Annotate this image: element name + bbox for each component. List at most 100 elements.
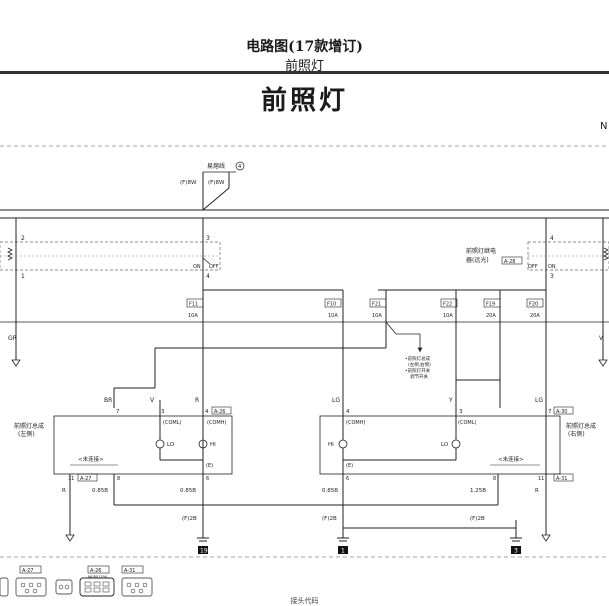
svg-text:GR: GR xyxy=(8,335,17,342)
svg-text:(F)2B: (F)2B xyxy=(182,516,197,522)
svg-text:(E): (E) xyxy=(206,463,213,469)
svg-text:20A: 20A xyxy=(486,313,496,319)
svg-text:R: R xyxy=(535,488,539,494)
svg-text:7: 7 xyxy=(548,409,552,415)
svg-text:F10: F10 xyxy=(327,302,336,308)
svg-text:A-26: A-26 xyxy=(214,409,225,415)
svg-text:3: 3 xyxy=(459,409,463,415)
relay-left: 2 3 1 4 ON OFF xyxy=(0,218,221,360)
fuse-F22: F22 10A xyxy=(440,290,458,400)
fuse-F21: F21 10A xyxy=(369,290,387,348)
svg-text:OFF: OFF xyxy=(528,264,538,270)
svg-text:0.85B: 0.85B xyxy=(92,488,108,494)
svg-text:F19: F19 xyxy=(486,302,495,308)
svg-text:A-28: A-28 xyxy=(504,259,515,265)
svg-text:Y: Y xyxy=(448,397,453,404)
svg-text:(左侧,右侧): (左侧,右侧) xyxy=(408,361,431,368)
svg-text:(COML): (COML) xyxy=(163,420,181,426)
fuse-F20: F20 20A xyxy=(526,290,547,408)
svg-text:4: 4 xyxy=(205,409,209,415)
footer-label: 接头代码 xyxy=(290,597,319,605)
svg-text:4: 4 xyxy=(206,273,210,280)
svg-text:0.85B: 0.85B xyxy=(180,488,196,494)
svg-text:<未连接>: <未连接> xyxy=(498,455,524,463)
svg-text:ON: ON xyxy=(193,264,201,270)
page-title: 前照灯 xyxy=(260,86,348,116)
manual-header-subtitle: 前照灯 xyxy=(284,59,324,74)
svg-text:20A: 20A xyxy=(530,313,540,319)
side-wire-right: V xyxy=(598,335,608,367)
svg-text:1: 1 xyxy=(21,273,25,280)
svg-text:10A: 10A xyxy=(372,313,382,319)
svg-text:V: V xyxy=(599,335,604,342)
fuse-F19: F19 20A xyxy=(483,290,501,380)
svg-text:(F)8W: (F)8W xyxy=(208,180,225,186)
svg-text:6: 6 xyxy=(206,476,209,482)
svg-text:F21: F21 xyxy=(372,302,381,308)
connector-strip: A-27 A-26 MU801790 A-31 xyxy=(0,565,153,597)
svg-text:A-27: A-27 xyxy=(22,568,33,574)
svg-text:A-31: A-31 xyxy=(556,476,567,482)
svg-text:10A: 10A xyxy=(188,313,198,319)
svg-text:8: 8 xyxy=(117,476,120,482)
svg-text:MU801790: MU801790 xyxy=(88,575,107,579)
fuse-F10: F10 10A xyxy=(324,290,344,400)
svg-text:11: 11 xyxy=(68,476,74,482)
svg-text:(E): (E) xyxy=(346,463,353,469)
svg-text:8: 8 xyxy=(493,476,496,482)
svg-text:F11: F11 xyxy=(189,302,198,308)
svg-text:<未连接>: <未连接> xyxy=(78,455,104,463)
svg-text:(F)8W: (F)8W xyxy=(180,180,197,186)
relay-right: 4 3 前照灯继电 器(远光) A-28 OFF ON xyxy=(466,218,609,360)
svg-text:HI: HI xyxy=(210,442,216,448)
svg-text:(右侧): (右侧) xyxy=(568,430,585,438)
svg-text:3: 3 xyxy=(161,409,165,415)
side-wire-left: GR xyxy=(8,335,21,367)
manual-header-title: 电路图(17款增订) xyxy=(246,39,363,55)
svg-text:HI: HI xyxy=(328,442,334,448)
svg-text:1: 1 xyxy=(341,548,345,555)
svg-text:4: 4 xyxy=(238,164,241,170)
svg-text:前照灯继电: 前照灯继电 xyxy=(466,247,496,255)
svg-text:11: 11 xyxy=(538,476,544,482)
svg-text:3: 3 xyxy=(206,235,210,242)
svg-text:6: 6 xyxy=(346,476,349,482)
svg-text:ON: ON xyxy=(548,264,556,270)
svg-text:OFF: OFF xyxy=(209,264,219,270)
svg-text:F22: F22 xyxy=(443,302,452,308)
svg-text:3: 3 xyxy=(550,273,554,280)
svg-text:(左侧): (左侧) xyxy=(18,430,35,438)
svg-text:4: 4 xyxy=(346,409,350,415)
svg-text:易熔线: 易熔线 xyxy=(207,162,225,170)
svg-text:(COMH): (COMH) xyxy=(346,420,365,426)
svg-text:器(远光): 器(远光) xyxy=(466,256,489,264)
svg-text:10A: 10A xyxy=(443,313,453,319)
svg-text:R: R xyxy=(62,488,66,494)
svg-text:•前照灯总成: •前照灯总成 xyxy=(405,355,431,362)
svg-text:A-30: A-30 xyxy=(556,409,567,415)
svg-text:BR: BR xyxy=(104,397,112,404)
svg-text:F20: F20 xyxy=(529,302,538,308)
fuse-F11: F11 10A xyxy=(186,296,204,388)
header-divider xyxy=(0,71,609,74)
svg-text:(F)2B: (F)2B xyxy=(322,516,337,522)
fuse-note: •前照灯总成 (左侧,右侧) •前照灯开关 调节开关 xyxy=(385,321,431,380)
fusible-link-source: 易熔线 4 (F)8W (F)8W xyxy=(180,161,245,211)
svg-text:(COMH): (COMH) xyxy=(207,420,226,426)
svg-text:3: 3 xyxy=(514,548,518,555)
svg-text:R: R xyxy=(195,397,199,404)
svg-text:LO: LO xyxy=(441,442,449,448)
svg-text:A-26: A-26 xyxy=(90,568,101,574)
svg-text:A-27: A-27 xyxy=(80,476,91,482)
svg-text:(F)2B: (F)2B xyxy=(470,516,485,522)
svg-text:2: 2 xyxy=(21,235,25,242)
svg-text:1.25B: 1.25B xyxy=(470,488,486,494)
svg-text:7: 7 xyxy=(116,409,120,415)
svg-text:前照灯总成: 前照灯总成 xyxy=(14,422,44,430)
right-headlamp: 前照灯总成 (右侧) LG Y LG 4 3 7 A-30 (COMH) (CO… xyxy=(319,380,596,555)
corner-mark: N xyxy=(600,121,608,132)
svg-text:A-31: A-31 xyxy=(124,568,135,574)
svg-text:LG: LG xyxy=(332,397,340,404)
svg-text:LO: LO xyxy=(167,442,175,448)
